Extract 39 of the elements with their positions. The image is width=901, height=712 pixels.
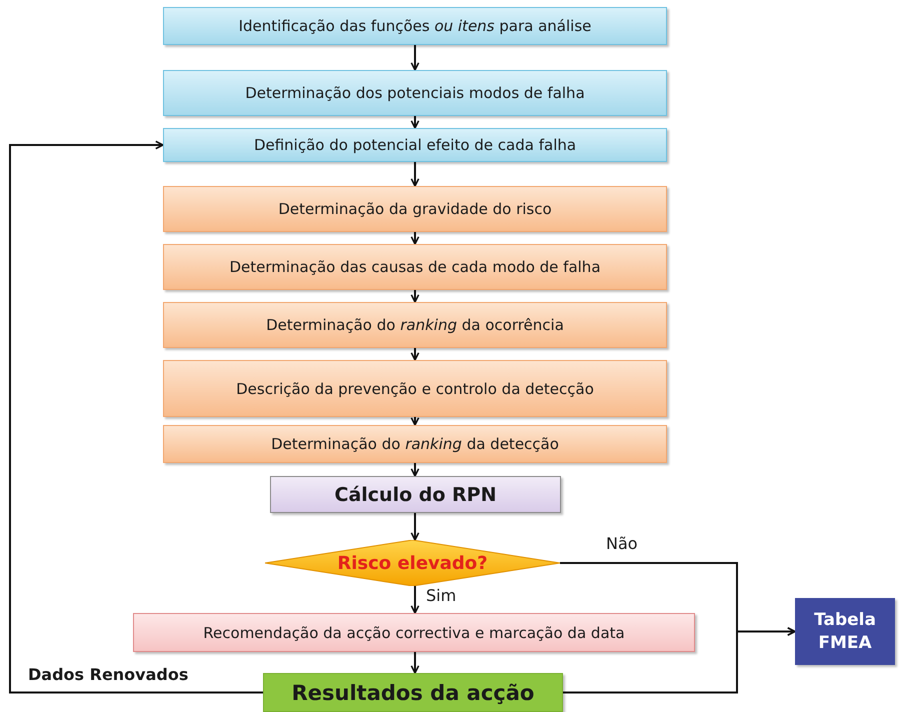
step-text: Tabela FMEA xyxy=(813,609,877,654)
step-text: Determinação do ranking da ocorrência xyxy=(266,316,564,334)
process-box xyxy=(163,7,667,45)
process-box xyxy=(163,360,667,417)
step-text: Cálculo do RPN xyxy=(334,484,496,506)
arrow xyxy=(410,45,420,71)
process-box xyxy=(133,613,695,652)
decision-diamond xyxy=(265,540,560,586)
arrow xyxy=(410,652,420,674)
process-box xyxy=(163,186,667,232)
step-text: Descrição da prevenção e controlo da detecção xyxy=(236,380,594,398)
arrow xyxy=(410,232,420,245)
step-text: Risco elevado? xyxy=(337,552,488,574)
arrow xyxy=(410,290,420,303)
step-text: Identificação das funções ou itens para análise xyxy=(238,17,592,35)
process-box xyxy=(795,598,895,665)
arrow xyxy=(410,586,420,614)
step-text: Definição do potencial efeito de cada falha xyxy=(254,136,576,154)
step-text: Determinação da gravidade do risco xyxy=(278,200,552,218)
step-text: Resultados da acção xyxy=(292,680,534,704)
process-box xyxy=(163,425,667,463)
arrow xyxy=(563,627,796,694)
arrow xyxy=(410,348,420,361)
process-box xyxy=(163,302,667,348)
arrow xyxy=(410,116,420,129)
process-box xyxy=(163,70,667,116)
process-box xyxy=(163,244,667,290)
arrow xyxy=(410,513,420,541)
arrow xyxy=(410,162,420,187)
process-box xyxy=(270,476,561,513)
arrow xyxy=(410,463,420,477)
step-text: Determinação do ranking da detecção xyxy=(271,435,559,453)
process-box xyxy=(163,128,667,162)
step-text: Determinação das causas de cada modo de falha xyxy=(229,258,601,276)
process-box xyxy=(263,673,563,712)
step-text: Recomendação da acção correctiva e marcação da data xyxy=(203,624,625,642)
step-text: Determinação dos potenciais modos de falha xyxy=(245,84,585,102)
arrow xyxy=(410,417,420,426)
arrow xyxy=(9,140,263,694)
